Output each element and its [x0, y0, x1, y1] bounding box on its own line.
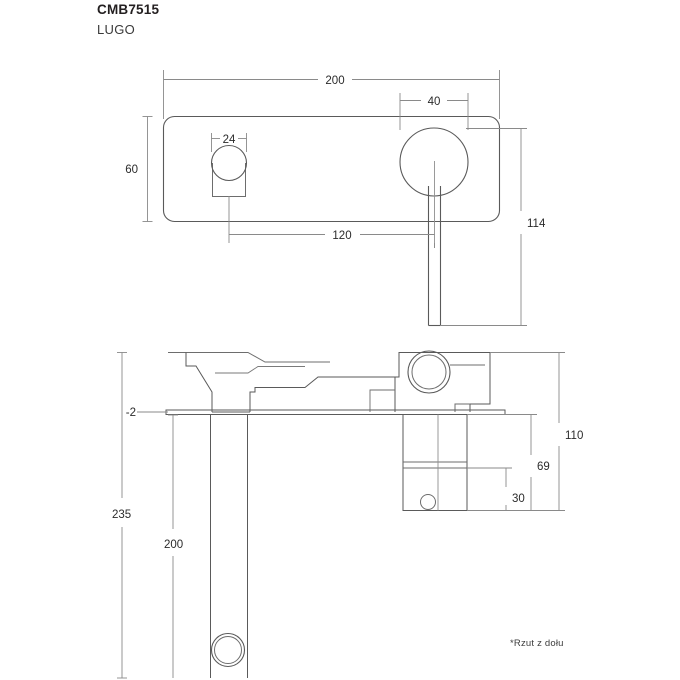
handle-disc-circle: [399, 127, 469, 197]
handle-body-port-circle: [420, 494, 436, 510]
dimension-110: [467, 352, 565, 511]
dimension-69: [467, 414, 537, 511]
product-name: LUGO: [97, 22, 136, 37]
spout-inner-fold: [215, 366, 305, 374]
drawing-header: CMB7515 LUGO: [97, 0, 497, 38]
dimension-40: [399, 93, 469, 130]
dimension-60: [142, 116, 153, 222]
dimension-label-110: 110: [565, 430, 583, 442]
knob-base-square: [212, 163, 246, 197]
handle-housing-step: [454, 403, 470, 412]
dimension-label-235: 235: [112, 509, 131, 521]
dimension-label-120: 120: [332, 230, 351, 242]
dimension-label-114: 114: [527, 218, 546, 230]
dimension-30: [467, 467, 512, 511]
dimension-label-200-side: 200: [164, 539, 183, 551]
dimension-24: [211, 133, 247, 152]
dimension-label-30: 30: [512, 493, 525, 505]
product-code: CMB7515: [97, 2, 160, 17]
aerator-inner-circle: [214, 636, 242, 664]
front-elevation-view: [162, 115, 501, 327]
dimension-label-minus2: -2: [126, 407, 136, 419]
temperature-knob-circle: [210, 144, 248, 182]
wall-plate-outline: [162, 115, 501, 223]
dimension-200-side: [168, 414, 178, 678]
spout-upper-shoulder: [185, 352, 213, 412]
spout-top-profile: [168, 352, 330, 363]
dimension-235: [117, 352, 127, 679]
handle-bottom-inner-ring: [411, 354, 447, 390]
dimension-120: [228, 196, 435, 248]
footnote-bottom-view: *Rzut z dołu: [510, 638, 564, 649]
handle-housing-inner-step: [369, 389, 395, 412]
dimension-label-200-top: 200: [325, 75, 344, 87]
dimension-200-top: [163, 70, 500, 119]
dimension-label-40: 40: [428, 96, 441, 108]
dimension-label-69: 69: [537, 461, 550, 473]
handle-bottom-outer-ring: [407, 350, 451, 394]
lever-stem: [427, 186, 442, 326]
side-bottom-view: [165, 350, 506, 678]
dimension-114: [440, 128, 527, 326]
dimension-label-24: 24: [223, 134, 236, 146]
dimension-label-60: 60: [125, 164, 138, 176]
aerator-outer-circle: [210, 632, 246, 668]
body-block-outline: [249, 376, 396, 412]
